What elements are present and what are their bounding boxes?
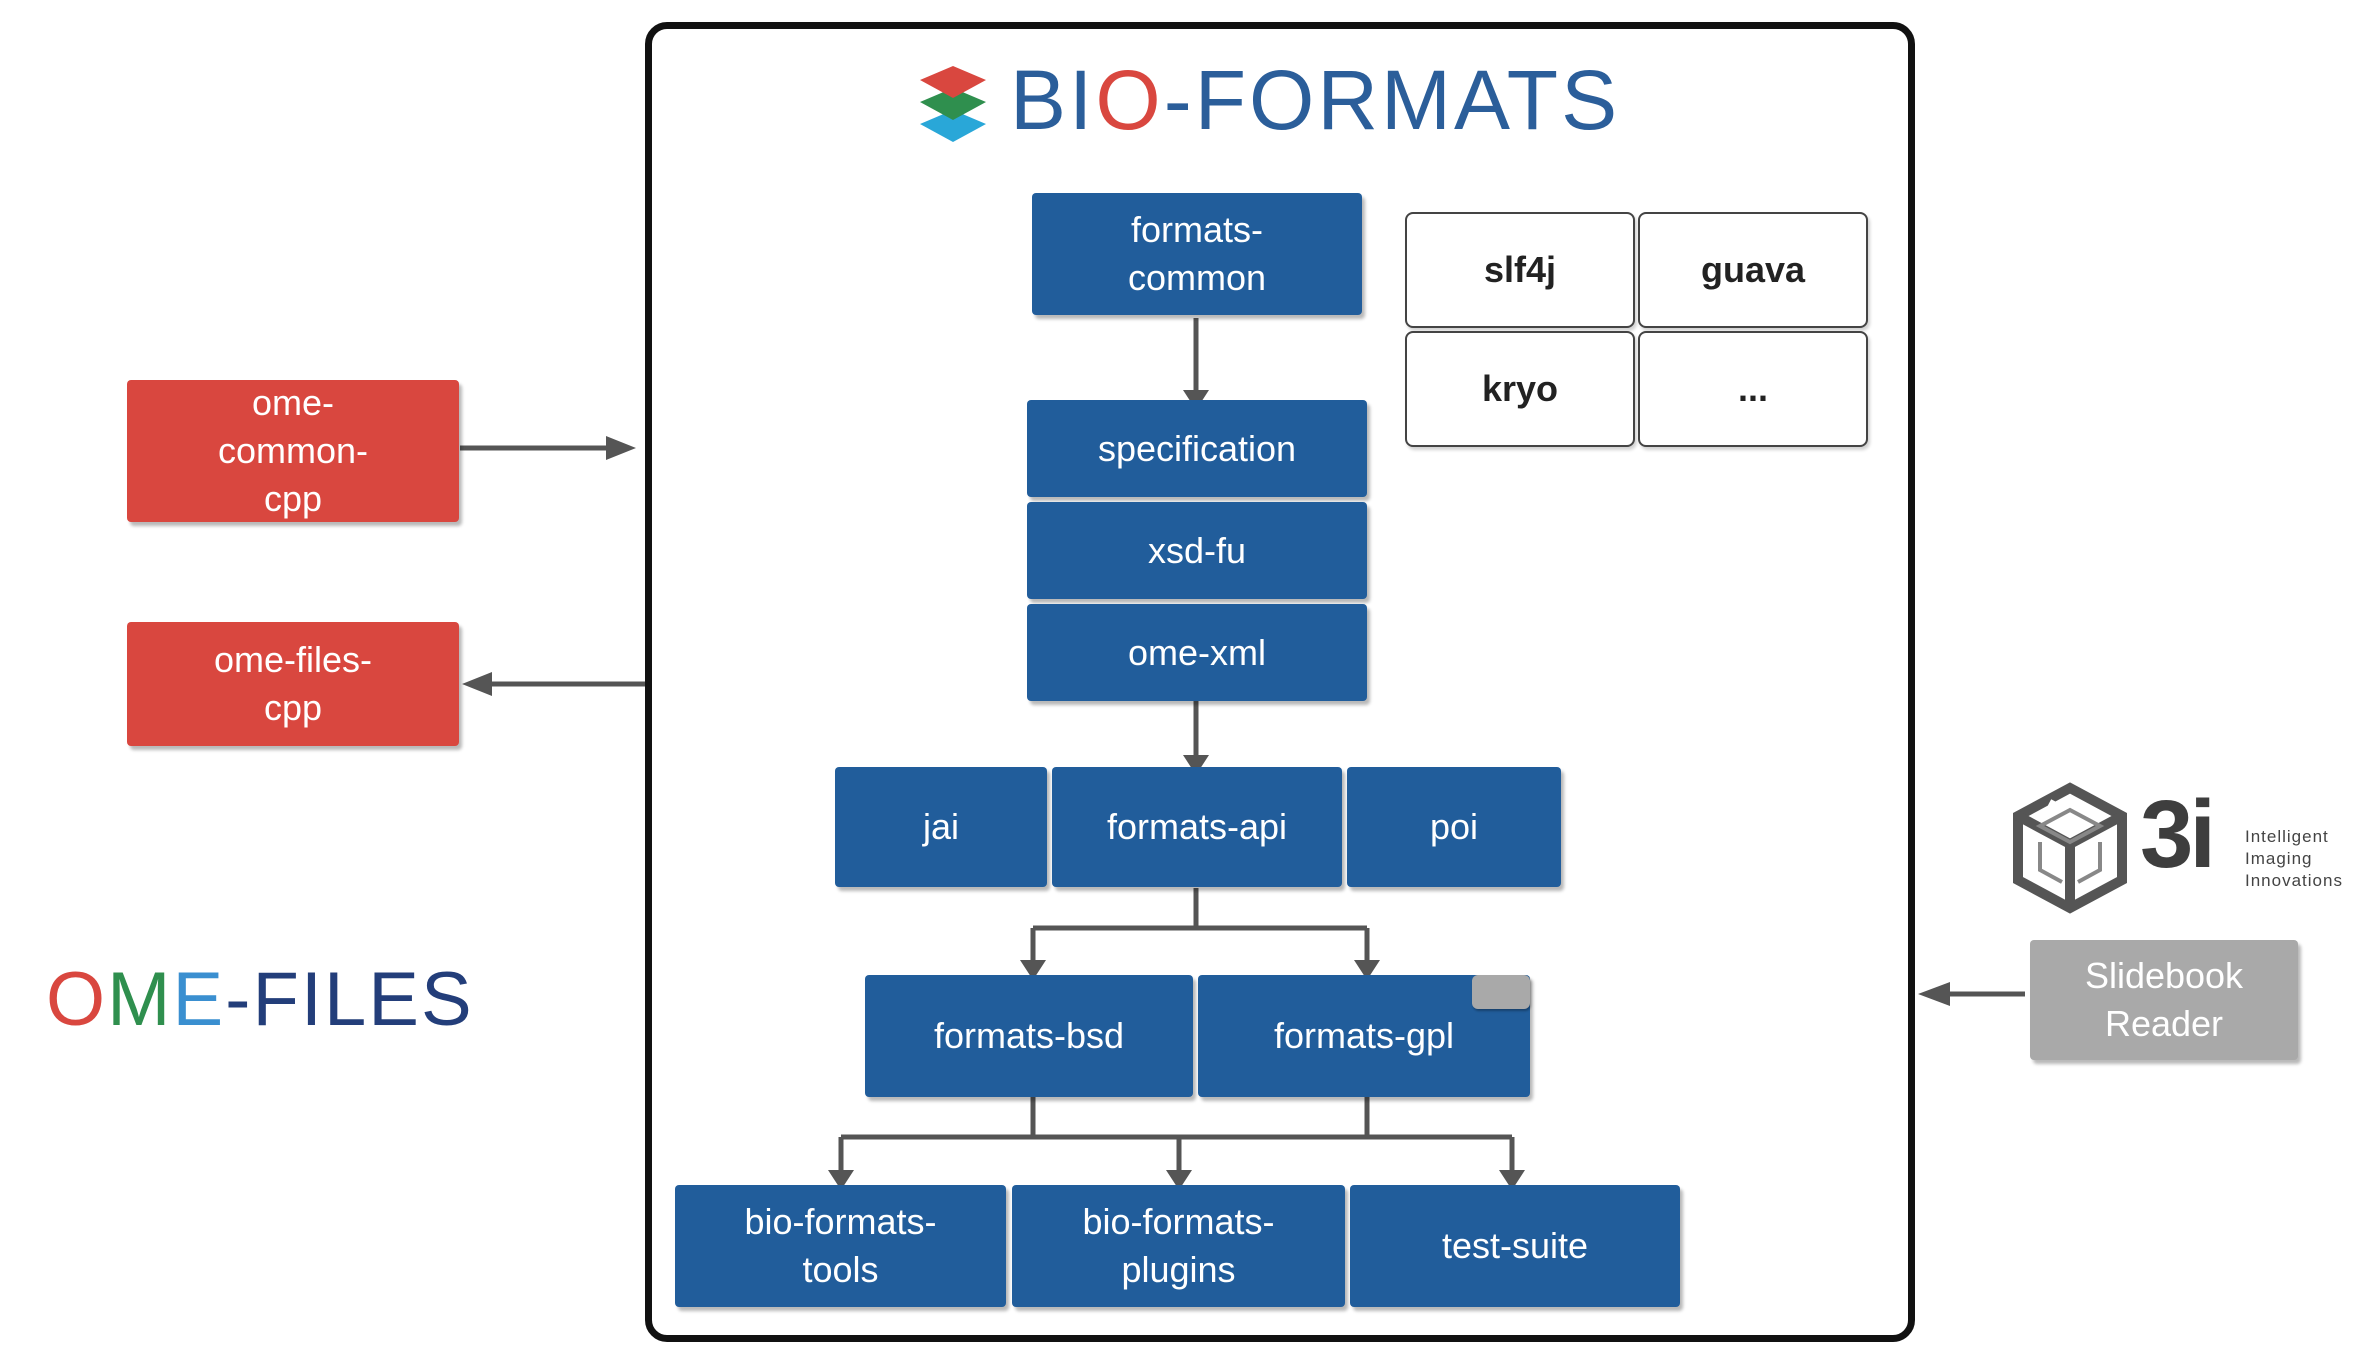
jai-module: jai	[835, 767, 1047, 887]
formats-bsd-module: formats-bsd	[865, 975, 1193, 1097]
3i-cube-icon	[2013, 782, 2127, 914]
stacked-layers-icon	[920, 66, 986, 142]
ome-xml-module: ome-xml	[1027, 604, 1367, 701]
bio-formats-title: BIO-FORMATS	[1010, 52, 1620, 149]
poi-module: poi	[1347, 767, 1561, 887]
3i-tagline: Intelligent Imaging Innovations	[2245, 827, 2343, 890]
ome-common-cpp-module: ome- common- cpp	[127, 380, 459, 522]
gpl-tag-chip	[1472, 975, 1530, 1009]
specification-module: specification	[1027, 400, 1367, 497]
title-part-bi: BI	[1010, 53, 1096, 147]
test-suite-module: test-suite	[1350, 1185, 1680, 1307]
ome-files-cpp-module: ome-files- cpp	[127, 622, 459, 746]
xsd-fu-module: xsd-fu	[1027, 502, 1367, 599]
formats-api-module: formats-api	[1052, 767, 1342, 887]
ome-logo-files: -FILES	[225, 957, 474, 1042]
ome-logo-e: E	[172, 957, 226, 1042]
slidebook-reader-module: Slidebook Reader	[2030, 940, 2298, 1060]
bio-formats-plugins-module: bio-formats- plugins	[1012, 1185, 1345, 1307]
formats-common-module: formats- common	[1032, 193, 1362, 315]
slf4j-dependency: slf4j	[1405, 212, 1635, 328]
3i-logo-text: 3i	[2140, 781, 2216, 888]
title-part-formats: -FORMATS	[1163, 53, 1621, 147]
bio-formats-tools-module: bio-formats- tools	[675, 1185, 1006, 1307]
more-dependencies: ...	[1638, 331, 1868, 447]
ome-logo-o: O	[46, 957, 108, 1042]
ome-logo-m: M	[107, 957, 173, 1042]
ome-files-logo: OME-FILES	[46, 956, 474, 1043]
kryo-dependency: kryo	[1405, 331, 1635, 447]
guava-dependency: guava	[1638, 212, 1868, 328]
title-part-o: O	[1095, 53, 1164, 147]
